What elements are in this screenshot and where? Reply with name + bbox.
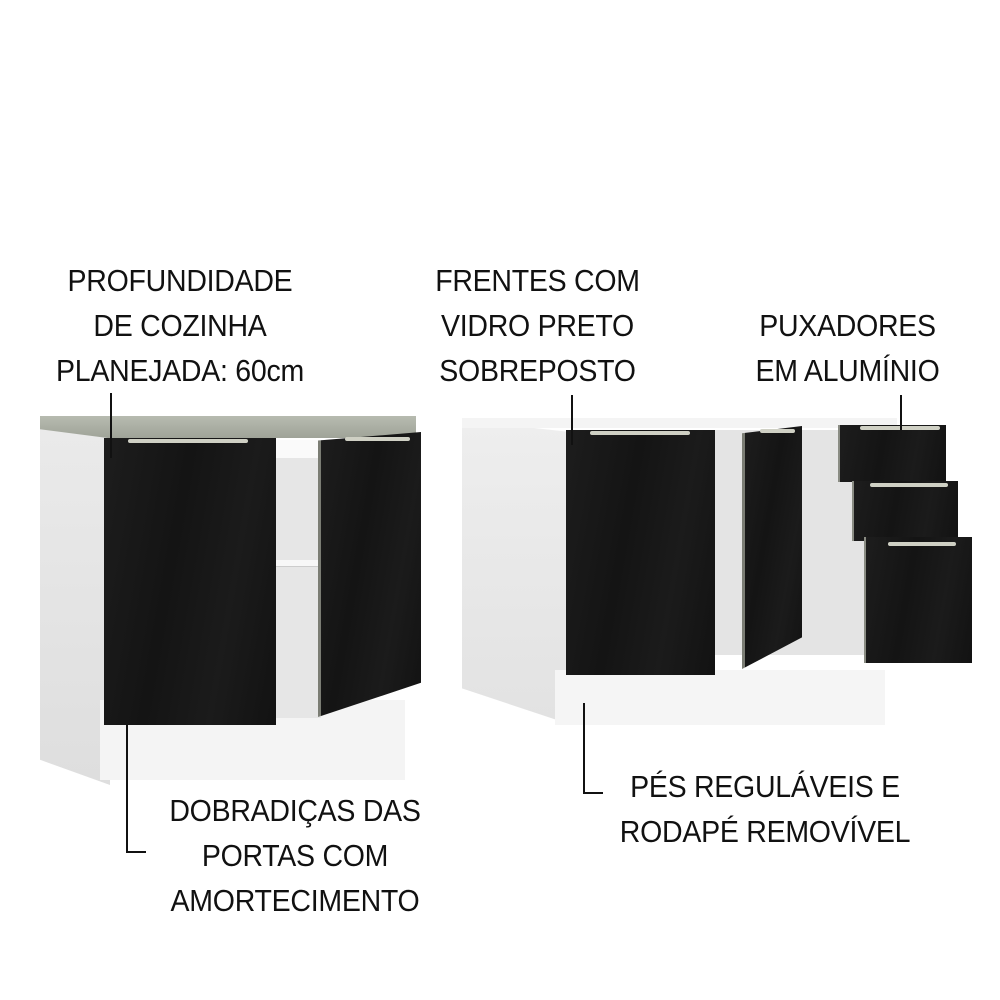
handle-icon (888, 542, 956, 546)
leader-line-feet (583, 703, 585, 793)
leader-line-feet-h (583, 792, 603, 794)
right-cabinet-door-2 (742, 426, 802, 669)
label-line: EM ALUMÍNIO (755, 353, 940, 388)
right-cabinet-plinth (555, 670, 885, 725)
leader-line-depth (110, 393, 112, 458)
label-line: SOBREPOSTO (439, 353, 636, 388)
right-cabinet-door-1 (566, 430, 715, 675)
label-line: AMORTECIMENTO (170, 883, 420, 918)
leader-line-fronts (571, 395, 573, 445)
leader-line-handles (900, 395, 902, 430)
label-line: VIDRO PRETO (441, 308, 634, 343)
handle-icon (128, 439, 248, 443)
label-line: RODAPÉ REMOVÍVEL (619, 814, 911, 849)
right-cabinet-side (462, 420, 572, 725)
label-line: PLANEJADA: 60cm (56, 353, 304, 388)
left-cabinet-door-2 (318, 432, 421, 717)
label-fronts: FRENTES COM VIDRO PRETO SOBREPOSTO (425, 258, 650, 393)
label-depth: PROFUNDIDADE DE COZINHA PLANEJADA: 60cm (42, 258, 318, 393)
countertop (40, 416, 416, 438)
leader-line-hinges (126, 725, 128, 852)
left-cabinet-door-1 (104, 438, 276, 725)
label-line: PROFUNDIDADE (67, 263, 293, 298)
label-line: PORTAS COM (201, 838, 389, 873)
handle-icon (870, 483, 948, 487)
label-line: PÉS REGULÁVEIS E (630, 769, 900, 804)
shelf (276, 560, 321, 567)
label-hinges: DOBRADIÇAS DAS PORTAS COM AMORTECIMENTO (157, 788, 433, 923)
left-cabinet-side (40, 425, 110, 785)
right-cabinet-top (462, 418, 897, 428)
label-line: FRENTES COM (435, 263, 640, 298)
handle-icon (760, 429, 795, 433)
handle-icon (345, 437, 410, 441)
left-cabinet-interior (276, 440, 321, 718)
label-feet: PÉS REGULÁVEIS E RODAPÉ REMOVÍVEL (609, 764, 922, 854)
label-line: PUXADORES (759, 308, 936, 343)
label-line: DOBRADIÇAS DAS (169, 793, 421, 828)
leader-line-hinges-h (126, 851, 146, 853)
drawer-3 (864, 537, 972, 663)
drawer-1 (838, 425, 946, 482)
label-line: DE COZINHA (93, 308, 267, 343)
drawer-2 (852, 481, 958, 541)
label-handles: PUXADORES EM ALUMÍNIO (730, 303, 965, 393)
handle-icon (590, 431, 690, 435)
